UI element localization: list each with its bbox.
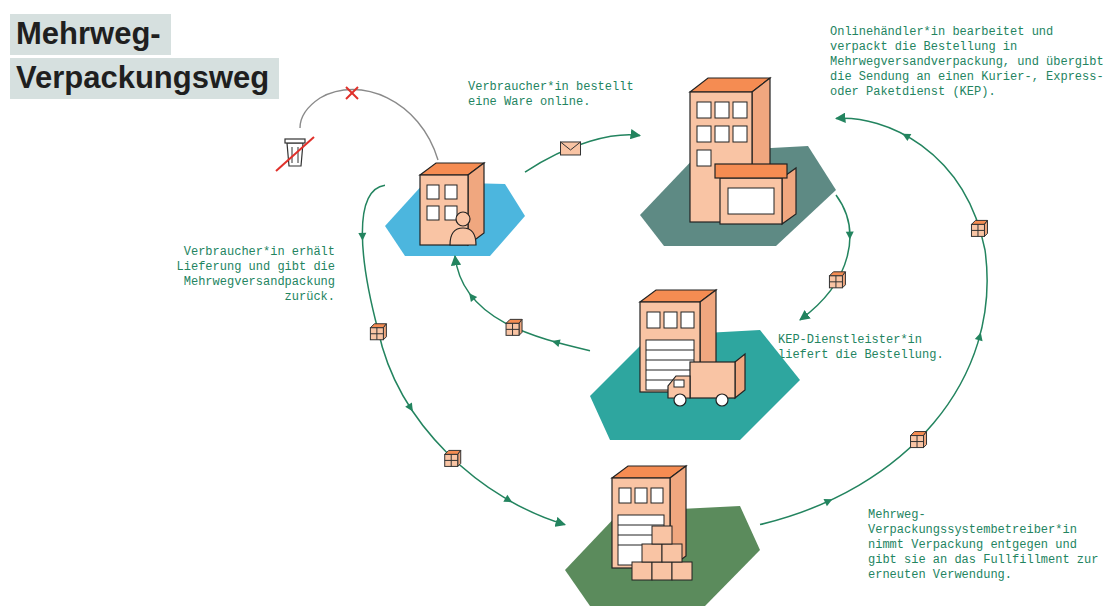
flow-arrow	[362, 185, 565, 524]
flow-arrowhead	[900, 130, 911, 141]
package-icon	[445, 450, 461, 466]
flow-arrowhead	[846, 232, 854, 240]
flow-arrowhead	[358, 233, 366, 241]
diagram-title: Mehrweg- Verpackungsweg	[10, 12, 300, 100]
package-icon	[506, 319, 522, 335]
flow-arrowhead	[466, 291, 477, 302]
step-description: Verbraucher*in erhält Lieferung und gibt…	[150, 245, 335, 305]
step-description: Onlinehändler*in bearbeitet und verpackt…	[830, 25, 1106, 100]
flow-arrow	[760, 118, 987, 524]
process-node: Mehrweg-Verpackungssystembetreiber*in ni…	[565, 458, 760, 606]
edge-label: Verbraucher*in bestellt eine Ware online…	[468, 80, 653, 110]
envelope-icon	[561, 142, 581, 155]
package-icon	[370, 324, 386, 340]
step-description: KEP-Dienstleister*in liefert die Bestell…	[778, 333, 968, 363]
flow-arrowhead	[975, 331, 985, 341]
flow-arrowhead	[405, 402, 416, 413]
discarded-route	[276, 87, 438, 171]
step-description: Mehrweg-Verpackungssystembetreiber*in ni…	[868, 508, 1108, 583]
process-node: Verbraucher*in erhält Lieferung und gibt…	[385, 155, 525, 256]
process-node: KEP-Dienstleister*in liefert die Bestell…	[590, 286, 800, 440]
flow-arrowhead	[503, 495, 514, 506]
consumer-illustration	[385, 163, 525, 256]
package-icon	[829, 272, 845, 288]
flow-arrow	[525, 135, 640, 172]
operator-illustration	[565, 466, 760, 606]
courier-illustration	[590, 290, 800, 440]
package-icon	[971, 220, 987, 236]
flow-arrowhead	[551, 337, 561, 347]
flow-arrow	[800, 195, 850, 320]
flow-arrow	[455, 256, 590, 351]
flow-arrowhead	[824, 496, 835, 507]
merchant-illustration	[640, 78, 836, 246]
process-node: Onlinehändler*in bearbeitet und verpackt…	[640, 76, 836, 246]
package-icon	[911, 432, 927, 448]
title-text: Mehrweg- Verpackungsweg	[10, 14, 279, 99]
